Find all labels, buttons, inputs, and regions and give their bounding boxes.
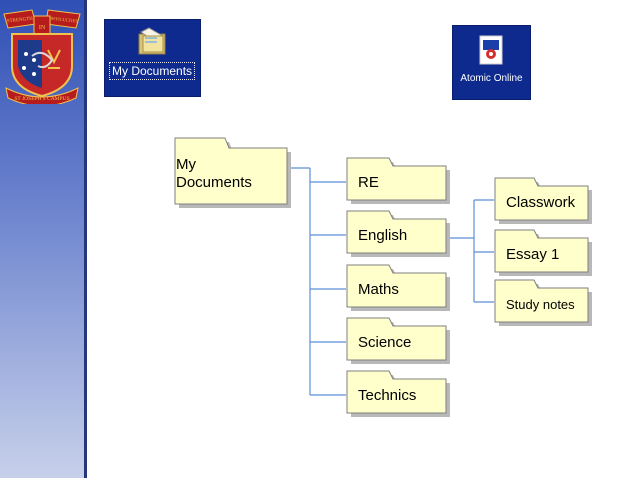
folder-label: Maths <box>358 281 399 298</box>
folder-re[interactable]: RE <box>346 157 450 204</box>
school-crest-logo: STRENGTH DIFFICULTIES IN ST JOSEPH'S CAM… <box>3 9 81 104</box>
folder-label: Technics <box>358 387 417 404</box>
folder-technics[interactable]: Technics <box>346 370 450 417</box>
folder-science[interactable]: Science <box>346 317 450 364</box>
atomic-online-shortcut[interactable]: Atomic Online <box>452 25 531 100</box>
folder-label: Classwork <box>506 194 576 211</box>
folder-english[interactable]: English <box>346 210 450 257</box>
my-documents-label: My Documents <box>109 62 196 80</box>
folder-label: Essay 1 <box>506 246 560 263</box>
atomic-online-icon <box>479 35 503 65</box>
folder-classwork[interactable]: Classwork <box>494 177 592 224</box>
folder-study-notes[interactable]: Study notes <box>494 279 592 326</box>
my-documents-shortcut[interactable]: My Documents <box>104 19 201 97</box>
folder-label: Study notes <box>506 297 575 312</box>
crest-banner-left: STRENGTH <box>7 17 34 25</box>
folder-my-documents[interactable]: My Documents <box>173 137 291 208</box>
folder-maths[interactable]: Maths <box>346 264 450 311</box>
folder-label: RE <box>358 174 379 191</box>
folder-essay-1[interactable]: Essay 1 <box>494 229 592 276</box>
crest-banner-bottom: ST JOSEPH'S CAMPUS <box>14 96 69 102</box>
crest-banner-right: DIFFICULTIES <box>48 15 78 23</box>
document-folder-icon <box>138 27 166 55</box>
folder-label-root: My Documents <box>176 156 252 191</box>
folder-label: English <box>358 227 408 244</box>
crest-shield-text: IN <box>39 25 46 31</box>
sidebar-edge <box>84 0 87 478</box>
atomic-online-label: Atomic Online <box>460 73 523 84</box>
folder-label: Science <box>358 334 412 351</box>
